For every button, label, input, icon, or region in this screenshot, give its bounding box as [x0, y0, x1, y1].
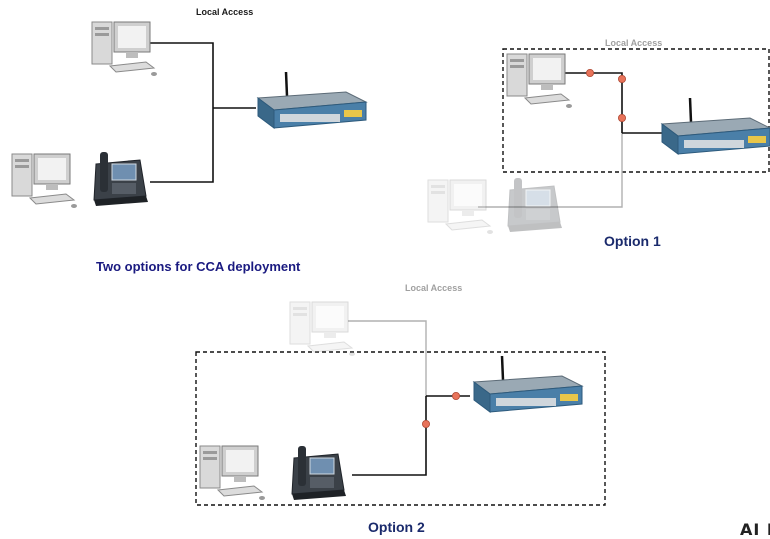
corner-text: AI F — [740, 520, 770, 539]
link-dot-icon — [586, 69, 594, 77]
ip-phone-icon — [507, 177, 563, 233]
scene-basic — [11, 21, 368, 209]
pc-icon — [289, 301, 356, 357]
local-access-caption: Local Access — [405, 283, 463, 293]
local-access-boundary — [195, 351, 606, 506]
link-dot-icon — [451, 391, 461, 401]
faded-devices — [289, 301, 356, 357]
local-access-caption: Local Access — [605, 38, 663, 48]
scene-option-1 — [427, 48, 770, 235]
scene-option-2 — [195, 301, 606, 506]
option-2-label: Option 2 — [368, 519, 425, 535]
ip-phone-icon — [93, 151, 149, 207]
pc-icon — [11, 153, 78, 209]
link-dot-icon — [421, 419, 431, 429]
pc-icon — [91, 21, 158, 77]
link-phone-bottom — [150, 108, 214, 183]
faded-devices — [427, 177, 563, 235]
local-access-boundary — [502, 48, 770, 173]
option-1-label: Option 1 — [604, 233, 661, 249]
ip-phone-icon — [291, 445, 347, 501]
link-pc-top — [150, 42, 214, 108]
local-access-caption: Local Access — [196, 7, 254, 17]
router-icon — [660, 96, 770, 156]
link-phone — [352, 396, 427, 476]
pc-icon — [199, 445, 266, 501]
pc-icon — [506, 53, 573, 109]
router-icon — [472, 354, 584, 414]
pc-icon — [427, 179, 494, 235]
router-icon — [256, 70, 368, 130]
link-dot-icon — [618, 75, 626, 83]
link-faded — [348, 320, 427, 396]
link-pc — [556, 72, 623, 118]
link-dot-icon — [618, 114, 626, 122]
diagram-headline: Two options for CCA deployment — [96, 259, 301, 274]
